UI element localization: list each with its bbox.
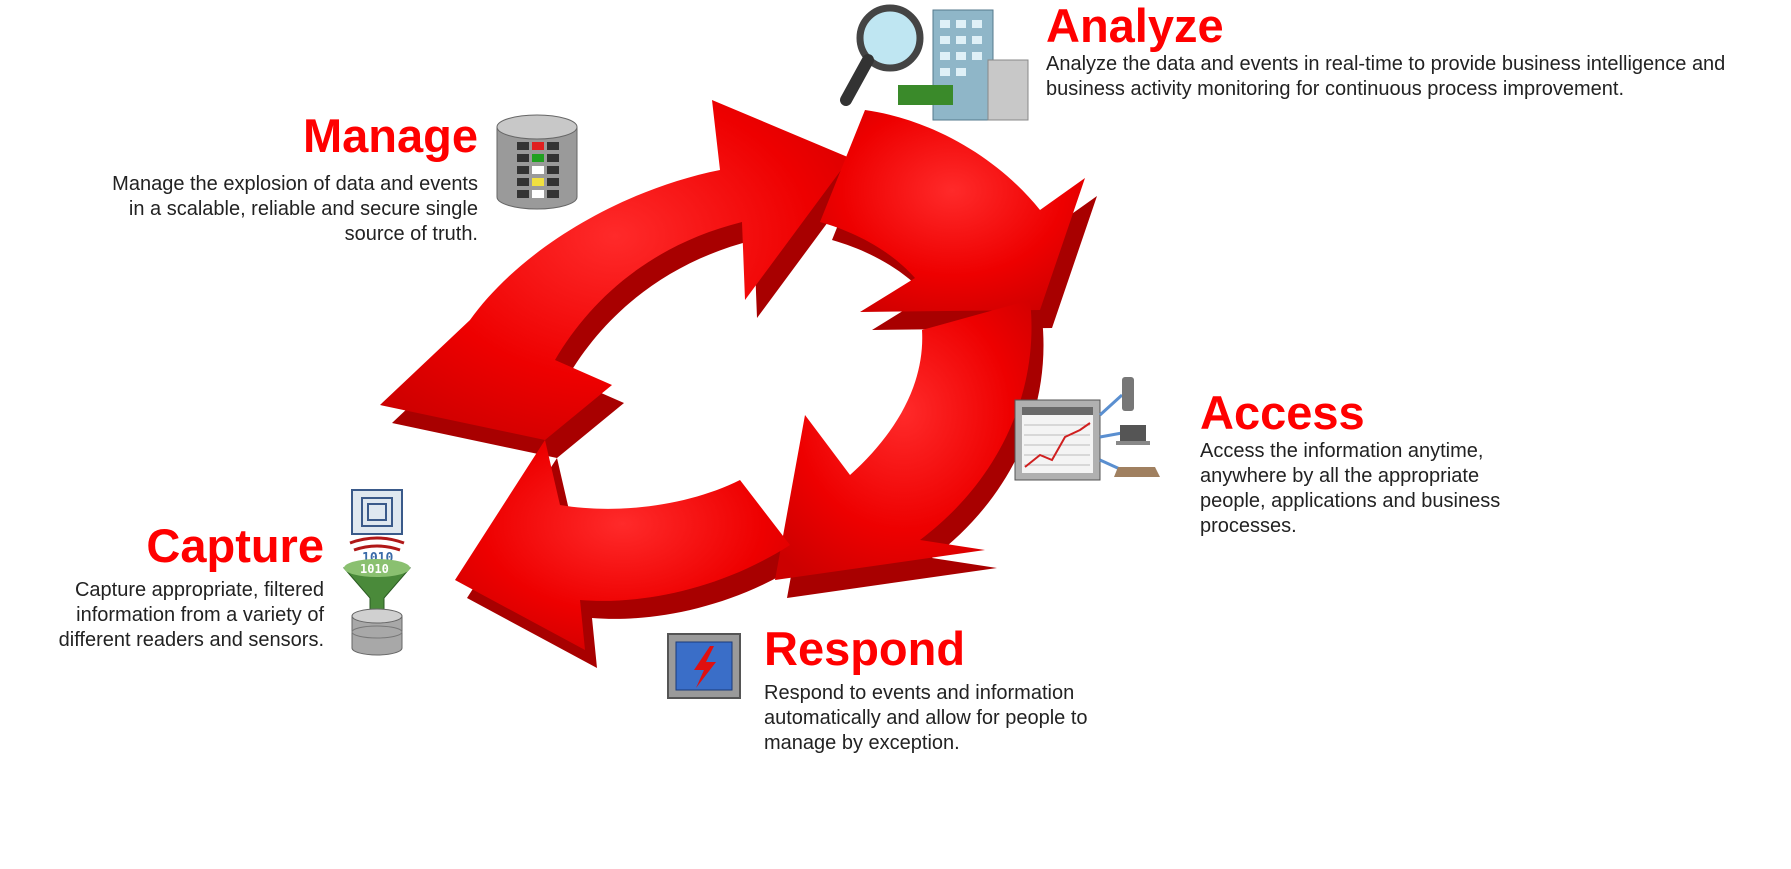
capture-title: Capture (146, 519, 324, 572)
analyze-block: Analyze Analyze the data and events in r… (1046, 0, 1786, 102)
access-description: Access the information anytime, anywhere… (1200, 440, 1501, 537)
manage-description: Manage the explosion of data and events … (112, 173, 478, 245)
manage-block: Manage Manage the explosion of data and … (100, 110, 478, 247)
access-block: Access Access the information anytime, a… (1200, 387, 1540, 539)
capture-block: Capture Capture appropriate, filtered in… (0, 520, 324, 653)
capture-description: Capture appropriate, filtered informatio… (58, 579, 324, 651)
magnifier-building-icon (840, 4, 1029, 121)
database-icon (496, 114, 578, 210)
analyze-title: Analyze (1046, 0, 1224, 52)
access-title: Access (1200, 386, 1365, 439)
manage-title: Manage (303, 109, 478, 162)
alert-panel-icon (667, 633, 741, 699)
respond-description: Respond to events and information automa… (764, 682, 1088, 754)
dashboard-devices-icon (1014, 377, 1160, 481)
arrow-faces (380, 100, 1085, 650)
svg-text:1010: 1010 (360, 562, 389, 576)
analyze-description: Analyze the data and events in real-time… (1046, 53, 1726, 100)
respond-block: Respond Respond to events and informatio… (764, 623, 1174, 756)
respond-title: Respond (764, 622, 966, 675)
rfid-filter-icon: 1010 1010 (342, 489, 412, 656)
